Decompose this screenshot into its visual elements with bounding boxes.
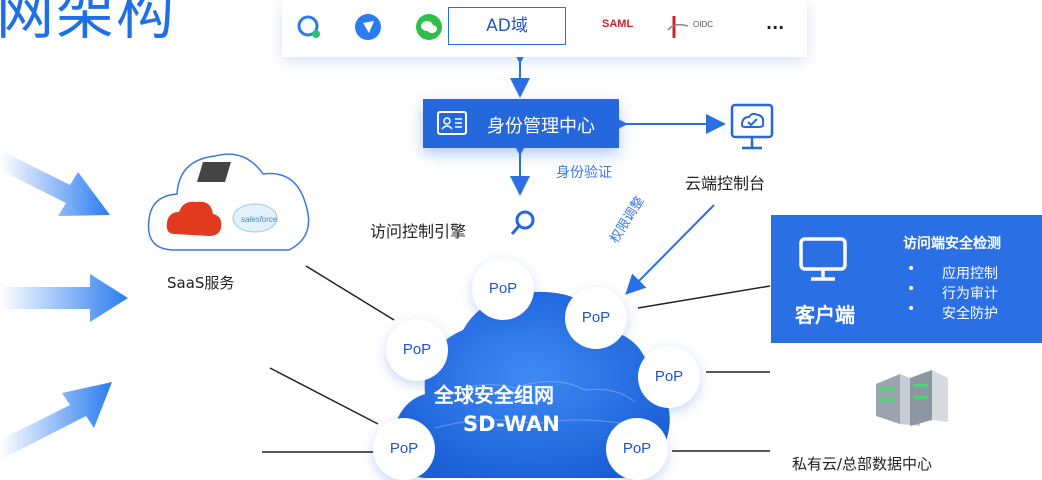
sdwan-subtitle: SD-WAN — [463, 412, 560, 436]
client-panel[interactable]: 客户端 访问端安全检测 • 应用控制 • 行为审计 • 安全防护 — [771, 215, 1042, 343]
monitor-icon — [799, 237, 847, 281]
pop-node[interactable]: PoP — [386, 319, 448, 381]
chat-app-icon[interactable] — [296, 14, 322, 40]
id-card-icon — [437, 111, 467, 135]
identity-center-box[interactable]: 身份管理中心 — [423, 99, 619, 148]
ingress-arrow-1 — [0, 150, 110, 216]
ad-domain-box[interactable]: AD域 — [448, 7, 566, 45]
cloud-console-icon — [730, 103, 774, 150]
saas-label: SaaS服务 — [167, 274, 235, 292]
page-title: 网架构 — [0, 0, 177, 47]
saas-pop-line — [305, 265, 395, 321]
more-providers[interactable]: ... — [766, 14, 785, 33]
saml-logo[interactable]: SAML — [602, 18, 634, 30]
client-pop-line — [637, 285, 771, 309]
console-label: 云端控制台 — [685, 174, 766, 193]
client-check-label: 行为审计 — [942, 286, 998, 302]
search-icon — [510, 210, 535, 235]
salesforce-logo: salesforce — [241, 215, 278, 224]
compass-app-icon[interactable] — [355, 14, 381, 40]
pop-node[interactable]: PoP — [606, 418, 668, 480]
client-check-label: 应用控制 — [942, 266, 998, 282]
pop-node[interactable]: PoP — [472, 258, 534, 320]
client-check-label: 安全防护 — [942, 306, 998, 322]
identity-center-label: 身份管理中心 — [487, 116, 595, 137]
bullet: • — [907, 261, 916, 277]
engine-label: 访问控制引擎 — [370, 222, 467, 241]
pop-node[interactable]: PoP — [638, 346, 700, 408]
saas-cloud: salesforce — [147, 153, 310, 251]
left-pop-line — [269, 367, 379, 425]
saas-app-logo-dark — [197, 162, 231, 182]
saas-app-logo-red — [166, 201, 222, 236]
wechat-icon[interactable] — [416, 14, 442, 40]
pop-node[interactable]: PoP — [373, 418, 435, 480]
server-icon — [876, 370, 948, 426]
sdwan-title: 全球安全组网 — [434, 383, 554, 407]
bullet: • — [907, 301, 916, 317]
oidc-logo-icon — [667, 16, 689, 38]
pop-node[interactable]: PoP — [565, 287, 627, 349]
auth-label: 身份验证 — [556, 165, 612, 181]
identity-provider-bar: AD域 SAML OIDC ... — [282, 0, 807, 57]
private-cloud-label: 私有云/总部数据中心 — [792, 455, 933, 473]
ingress-arrow-3 — [0, 382, 112, 460]
client-checks-title: 访问端安全检测 — [903, 236, 1001, 252]
oidc-logo[interactable]: OIDC — [693, 20, 713, 29]
ingress-arrow-2 — [0, 274, 128, 322]
console-pop-link — [625, 204, 715, 295]
bullet: • — [907, 281, 916, 297]
client-label: 客户端 — [795, 303, 855, 327]
